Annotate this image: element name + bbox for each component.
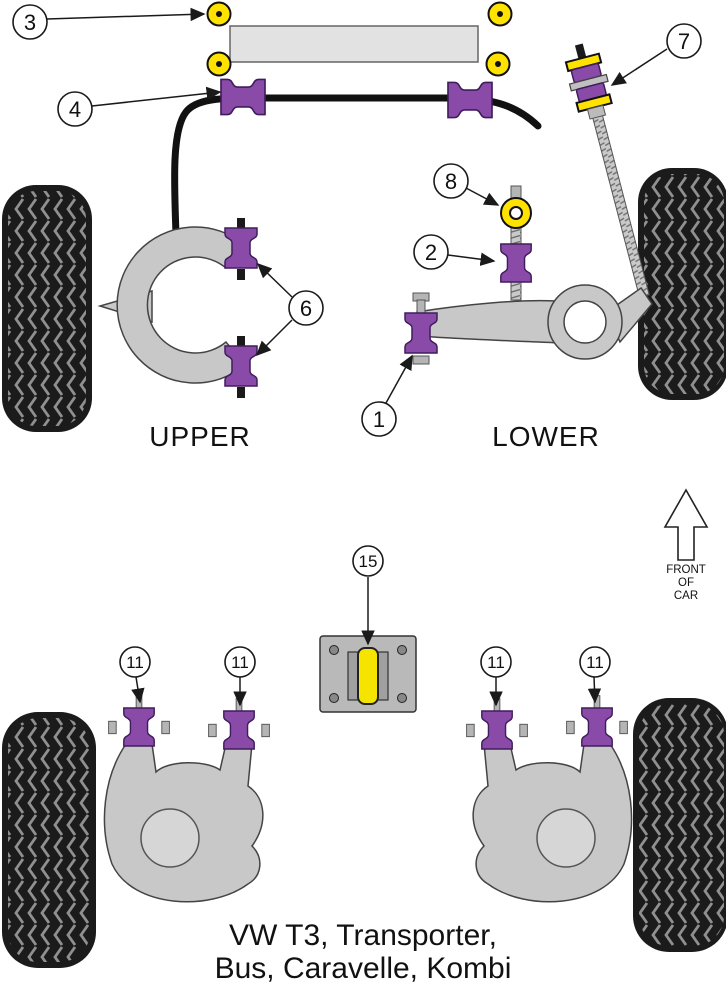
mount-bolt-hole [329,645,339,655]
mount-bolt-hole [397,693,407,703]
gearbox-mount [319,635,417,713]
callout-11: 11 [579,646,611,678]
callout-arrows [46,7,668,707]
callout-11-number: 11 [126,653,144,672]
mount-bushing-yellow [357,647,379,705]
arm-horseshoe [116,226,247,384]
arb-bushing-right [447,81,493,119]
radius-rod-assembly [564,43,650,298]
diagram-title-line1: VW T3, Transporter, [229,919,497,952]
callout-8-number: 8 [445,169,457,194]
mount-bolt-hole [329,693,339,703]
callout-11: 11 [480,646,512,678]
arb-bushing-left [220,78,266,116]
front-of-car-indicator: FRONT OF CAR [663,488,709,602]
bushing-yellow-top-right [487,1,513,27]
upper-arm-bushing-bottom [224,336,258,398]
callout-2: 2 [413,234,449,270]
callout-11-number: 11 [231,653,249,672]
bushing-eye-yellow [500,197,532,229]
callout-7-number: 7 [678,29,690,54]
tire-front-left [2,185,92,432]
bushing-yellow-bottom-right [485,51,511,77]
callout-7: 7 [666,23,702,59]
callout-1-number: 1 [373,407,385,432]
bolt-nut [412,355,430,365]
trailing-arm-left [103,743,264,903]
rod-bolt [574,43,587,60]
callout-2-number: 2 [425,240,437,265]
lower-arm-front-bushing [404,292,438,365]
trailing-arm-bushing [466,698,528,750]
callout-6: 6 [288,290,324,326]
anti-roll-bar [171,78,542,238]
callout-11: 11 [119,646,151,678]
arm-ring-hole [563,300,607,344]
front-label-1: FRONT [666,564,706,576]
callout-15-number: 15 [359,552,378,571]
tire-rear-right [633,698,726,952]
callout-11-number: 11 [586,653,604,672]
mount-side-plate-left [347,651,359,701]
callout-8: 8 [433,163,469,199]
bolt-shank [416,299,426,315]
mount-bolt-hole [397,645,407,655]
trailing-arm-bushing [566,695,628,747]
arm-beam [416,299,561,344]
bushing-yellow-bottom-left [206,51,232,77]
upper-label: UPPER [149,421,250,452]
up-arrow-icon [663,488,709,561]
callout-11-number: 11 [487,653,505,672]
link-bushing-purple [500,243,532,283]
trailing-arm-right [472,743,633,903]
mount-side-plate-right [377,651,389,701]
rod-collar [586,104,607,120]
callout-1: 1 [361,401,397,437]
callout-6-number: 6 [300,296,312,321]
callout-11: 11 [224,646,256,678]
bushing-yellow-top-left [206,1,232,27]
trailing-arm-bushing [108,695,170,747]
callout-15: 15 [352,545,384,577]
callout-4-number: 4 [69,97,81,122]
lower-label: LOWER [492,421,600,452]
upper-control-arm [97,218,258,398]
lower-control-arm [416,284,653,360]
callout-3: 3 [12,4,48,40]
drop-link [500,185,532,301]
tire-rear-left [2,712,96,968]
top-mount-bar [206,1,513,77]
tire-front-right [638,168,726,400]
front-label-3: CAR [674,590,698,602]
callout-3-number: 3 [24,10,36,35]
callout-4: 4 [57,91,93,127]
diagram-title-line2: Bus, Caravelle, Kombi [215,952,512,985]
trailing-arm-bushing [208,698,270,750]
front-label-2: OF [678,577,694,589]
upper-arm-bushing-top [224,218,258,280]
